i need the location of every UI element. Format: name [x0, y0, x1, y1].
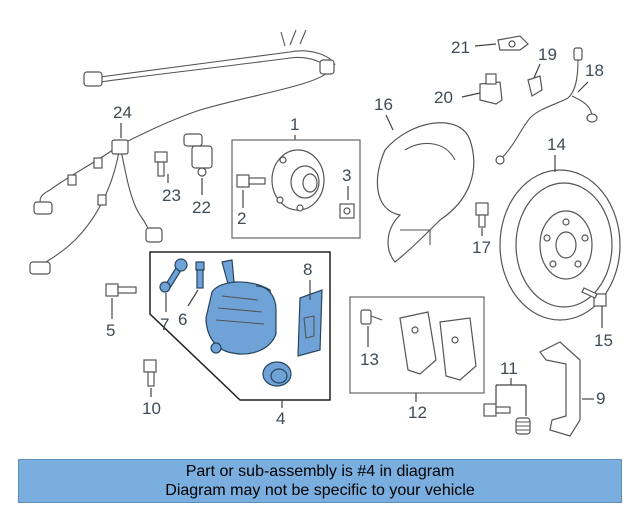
caliper-group-box: [149, 251, 331, 401]
callout-20: 20: [434, 88, 453, 107]
callout-13: 13: [360, 350, 379, 369]
callout-11: 11: [500, 359, 518, 378]
brake-rotor: [499, 169, 621, 321]
callout-10: 10: [142, 399, 161, 418]
callout-9: 9: [596, 389, 605, 408]
banner-line-2: Diagram may not be specific to your vehi…: [165, 482, 475, 499]
callout-1: 1: [290, 115, 299, 134]
callout-8: 8: [303, 260, 312, 279]
callout-23: 23: [162, 186, 181, 205]
bolt-17: [475, 202, 489, 228]
callout-5: 5: [106, 321, 115, 340]
bolt-10: [143, 359, 157, 387]
callout-3: 3: [342, 166, 351, 185]
brake-caliper: [205, 259, 277, 355]
wear-sensor-13: [360, 309, 383, 325]
callout-14: 14: [547, 135, 566, 154]
banner-line-1: Part or sub-assembly is #4 in diagram: [185, 463, 455, 480]
bolt-2: [236, 174, 266, 188]
wear-sensor-cable: [495, 47, 598, 165]
bolt-5: [105, 283, 137, 297]
clip-21: [497, 35, 529, 51]
caliper-piston: [262, 361, 292, 387]
callout-15: 15: [594, 331, 613, 350]
callout-18: 18: [585, 61, 604, 80]
callout-4: 4: [276, 409, 285, 428]
wiring-harness: [29, 29, 336, 275]
pad-group-box: [349, 296, 485, 394]
parts-diagram: 24 22 23 1 2 3 16: [29, 29, 621, 437]
caliper-seal: [297, 289, 323, 357]
callout-2: 2: [237, 209, 246, 228]
clip-19: [527, 75, 543, 97]
bracket-20: [479, 73, 503, 105]
callout-6: 6: [178, 310, 187, 329]
dust-shield: [376, 122, 475, 263]
wheel-hub: [271, 149, 325, 212]
brake-pads: [399, 311, 477, 381]
info-banner: Part or sub-assembly is #4 in diagram Di…: [18, 459, 622, 503]
callout-19: 19: [538, 45, 557, 64]
abs-sensor-part: [183, 133, 213, 177]
callout-17: 17: [472, 238, 491, 257]
callout-12: 12: [408, 403, 427, 422]
guide-boot-11b: [515, 417, 531, 435]
bolt-23: [154, 151, 168, 177]
callout-16: 16: [374, 95, 393, 114]
guide-pin: [195, 261, 205, 289]
callout-7: 7: [160, 315, 169, 334]
callout-22: 22: [192, 198, 211, 217]
guide-bolt-11a: [483, 403, 511, 417]
nut-3: [339, 203, 355, 219]
hub-group-box: [231, 139, 361, 239]
bleeder-screw: [159, 258, 188, 293]
bolt-15: [581, 287, 607, 307]
caliper-bracket: [539, 341, 581, 437]
callout-21: 21: [451, 38, 470, 57]
callout-24: 24: [113, 103, 132, 122]
